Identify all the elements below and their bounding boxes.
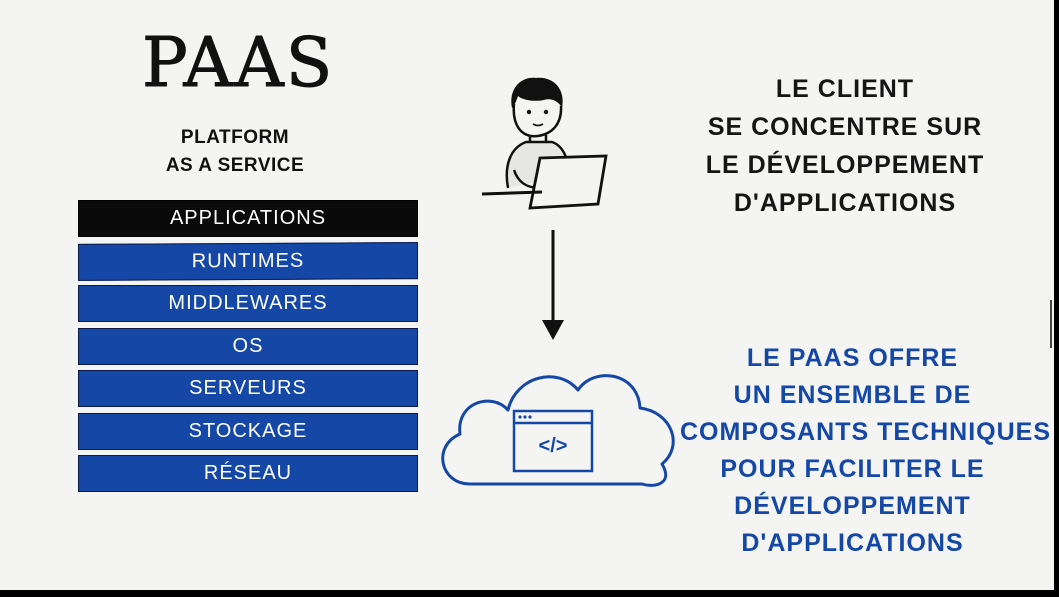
paas-text-line: POUR FACILITER LE [720,455,985,483]
client-text-line: LE CLIENT [775,75,915,103]
edge-mark [1050,300,1052,348]
person-with-laptop-icon [481,77,608,210]
cloud-code-icon: </> [441,374,675,487]
stack-layer-os: OS [78,327,418,365]
code-symbol: </> [539,435,568,457]
stack-layer-stockage: STOCKAGE [78,412,418,450]
subtitle: PLATFORM AS A SERVICE [150,124,320,180]
paas-text: LE PAAS OFFRE UN ENSEMBLE DE COMPOSANTS … [680,340,1052,562]
stack-layer-applications: APPLICATIONS [78,200,418,237]
subtitle-line: PLATFORM [180,127,290,148]
paas-text-line: COMPOSANTS TECHNIQUES [680,418,1052,446]
page-title: PAAS [142,24,335,103]
stack-layer-middlewares: MIDDLEWARES [78,285,418,322]
paas-stack: APPLICATIONS RUNTIMES MIDDLEWARES OS SER… [78,200,418,498]
client-text-line: LE DÉVELOPPEMENT [705,151,985,179]
stack-layer-runtimes: RUNTIMES [78,241,418,281]
paas-text-line: UN ENSEMBLE DE [733,381,972,409]
arrow-down-icon [542,230,564,340]
paas-text-line: LE PAAS OFFRE [746,344,959,372]
paas-text-line: DÉVELOPPEMENT [734,492,971,520]
paas-text-line: D'APPLICATIONS [741,529,964,557]
client-text-line: D'APPLICATIONS [733,189,957,217]
client-text-line: SE CONCENTRE SUR [707,113,983,141]
client-text: LE CLIENT SE CONCENTRE SUR LE DÉVELOPPEM… [700,70,990,222]
subtitle-line: AS A SERVICE [165,155,305,176]
stack-layer-serveurs: SERVEURS [78,370,418,407]
stack-layer-reseau: RÉSEAU [78,455,418,492]
